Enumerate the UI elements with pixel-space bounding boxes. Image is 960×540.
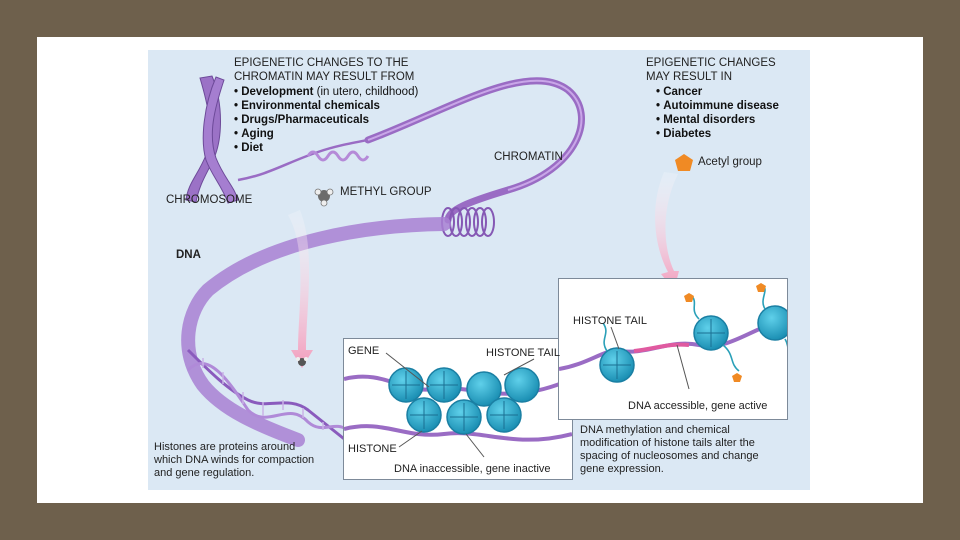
histones-caption-line: Histones are proteins around xyxy=(154,441,296,453)
dna-helix xyxy=(186,348,349,444)
dna-strand-wide xyxy=(181,217,451,447)
methylation-caption-line: modification of histone tails alter the xyxy=(580,437,755,449)
result-item: Diabetes xyxy=(656,127,779,141)
histone-label: HISTONE xyxy=(348,443,397,455)
methyl-group-icon xyxy=(314,188,334,207)
cause-item: Diet xyxy=(234,141,418,155)
histones-caption: Histones are proteins around which DNA w… xyxy=(154,441,314,480)
gene-label: GENE xyxy=(348,345,380,357)
methylation-caption-line: spacing of nucleosomes and change xyxy=(580,450,759,462)
chromatin-loop-highlight xyxy=(367,79,583,191)
nucleosome-box-active xyxy=(558,278,788,420)
chromatin-label: CHROMATIN xyxy=(494,151,563,163)
causes-title-line1: EPIGENETIC CHANGES TO THE xyxy=(234,57,409,69)
results-title-line1: EPIGENETIC CHANGES xyxy=(646,57,776,69)
methylation-caption-line: gene expression. xyxy=(580,463,664,475)
acetyl-group-icon xyxy=(675,154,693,171)
methylation-caption-line: DNA methylation and chemical xyxy=(580,424,730,436)
acetyl-arrow xyxy=(655,172,679,290)
acetyl-group-label: Acetyl group xyxy=(698,156,762,168)
dna-inaccessible-label: DNA inaccessible, gene inactive xyxy=(394,463,551,475)
methyl-on-dna-icon xyxy=(296,357,308,366)
histones-caption-line: and gene regulation. xyxy=(154,467,255,479)
epigenetics-figure: EPIGENETIC CHANGES TO THE CHROMATIN MAY … xyxy=(148,50,810,490)
result-item: Mental disorders xyxy=(656,113,779,127)
cause-item: Development (in utero, childhood) xyxy=(234,85,418,99)
methyl-arrow xyxy=(288,210,313,368)
result-item: Cancer xyxy=(656,85,779,99)
result-item: Autoimmune disease xyxy=(656,99,779,113)
histone-tail-label-inactive: HISTONE TAIL xyxy=(486,347,560,359)
cause-item: Aging xyxy=(234,127,418,141)
methyl-group-label: METHYL GROUP xyxy=(340,186,432,198)
results-title-line2: MAY RESULT IN xyxy=(646,71,733,83)
methylation-caption: DNA methylation and chemical modificatio… xyxy=(580,424,759,476)
dna-accessible-label: DNA accessible, gene active xyxy=(628,400,768,412)
chromosome-label: CHROMOSOME xyxy=(166,194,253,206)
cause-item: Drugs/Pharmaceuticals xyxy=(234,113,418,127)
histone-tail-label-active: HISTONE TAIL xyxy=(573,315,647,327)
results-list: Cancer Autoimmune disease Mental disorde… xyxy=(656,85,779,141)
causes-list: Development (in utero, childhood) Enviro… xyxy=(234,85,418,155)
nucleosomes-compact xyxy=(344,352,572,458)
histones-caption-line: which DNA winds for compaction xyxy=(154,454,315,466)
causes-title-line2: CHROMATIN MAY RESULT FROM xyxy=(234,71,415,83)
nucleosome-box-inactive xyxy=(343,338,573,480)
nucleosomes-spaced xyxy=(559,283,787,390)
dna-label: DNA xyxy=(176,249,201,261)
chromatin-coil-small xyxy=(306,150,370,162)
chromosome-shape xyxy=(185,75,239,204)
cause-item: Environmental chemicals xyxy=(234,99,418,113)
